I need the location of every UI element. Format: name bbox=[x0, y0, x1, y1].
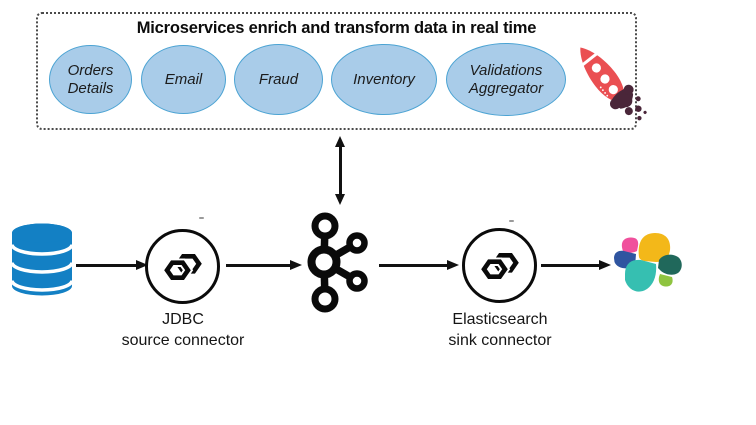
elasticsearch-sink-connector-node bbox=[462, 228, 537, 303]
small-dash bbox=[199, 217, 204, 219]
microservices-box: Microservices enrich and transform data … bbox=[36, 12, 637, 130]
arrow-sink-to-elasticsearch bbox=[541, 264, 599, 267]
microservices-box-title: Microservices enrich and transform data … bbox=[136, 19, 537, 37]
arrow-source-to-kafka bbox=[226, 264, 290, 267]
service-label: Email bbox=[164, 70, 203, 88]
rocket-icon bbox=[580, 47, 647, 121]
service-label: Inventory bbox=[353, 70, 415, 88]
kafka-connect-icon bbox=[161, 253, 202, 282]
arrow-kafka-to-sink bbox=[379, 264, 447, 267]
arrow-database-to-source bbox=[76, 264, 136, 267]
kafka-connect-icon bbox=[478, 252, 519, 281]
jdbc-source-connector-node bbox=[145, 229, 220, 304]
small-dash bbox=[509, 220, 514, 222]
service-ellipse-email: Email bbox=[141, 45, 226, 114]
service-ellipse-inventory: Inventory bbox=[331, 44, 437, 115]
service-label: Orders Details bbox=[67, 61, 114, 97]
service-label: Validations Aggregator bbox=[468, 61, 544, 97]
kafka-icon bbox=[307, 212, 368, 313]
elasticsearch-sink-connector-label: Elasticsearch sink connector bbox=[448, 311, 552, 349]
service-label: Fraud bbox=[258, 70, 299, 88]
service-ellipse-orders-details: Orders Details bbox=[49, 45, 132, 114]
service-ellipse-validations-aggregator: Validations Aggregator bbox=[446, 43, 566, 116]
elasticsearch-icon bbox=[614, 233, 682, 292]
jdbc-source-connector-label: JDBC source connector bbox=[121, 311, 245, 349]
service-ellipse-fraud: Fraud bbox=[234, 44, 323, 115]
database-icon bbox=[10, 223, 74, 296]
bidirectional-arrow bbox=[339, 147, 342, 194]
